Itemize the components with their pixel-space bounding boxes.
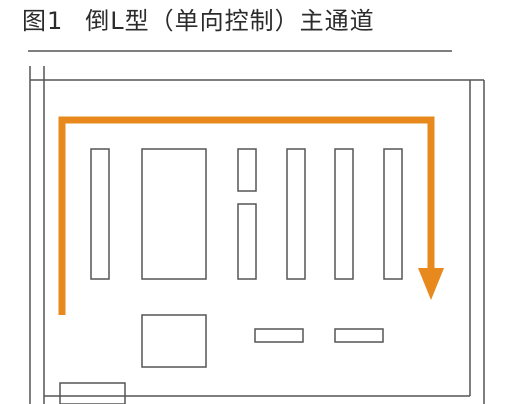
shelf-2-bottom [237,203,257,280]
shelf-4 [334,148,354,280]
shelf-1 [90,148,110,280]
shelf-3 [286,148,306,280]
shelf-5 [383,148,403,280]
figure-caption: 倒L型（单向控制）主通道 [85,7,375,35]
display-block [141,148,207,280]
figure-title: 图1 倒L型（单向控制）主通道 [22,6,375,36]
arrow-head-icon [418,268,444,300]
figure-label: 图1 [22,7,64,35]
shelf-2-top [237,148,257,192]
entrance-block [59,382,126,404]
low-table-2 [334,328,384,343]
low-table-1 [254,328,304,343]
counter-block [141,314,207,368]
main-aisle-path [58,116,435,315]
